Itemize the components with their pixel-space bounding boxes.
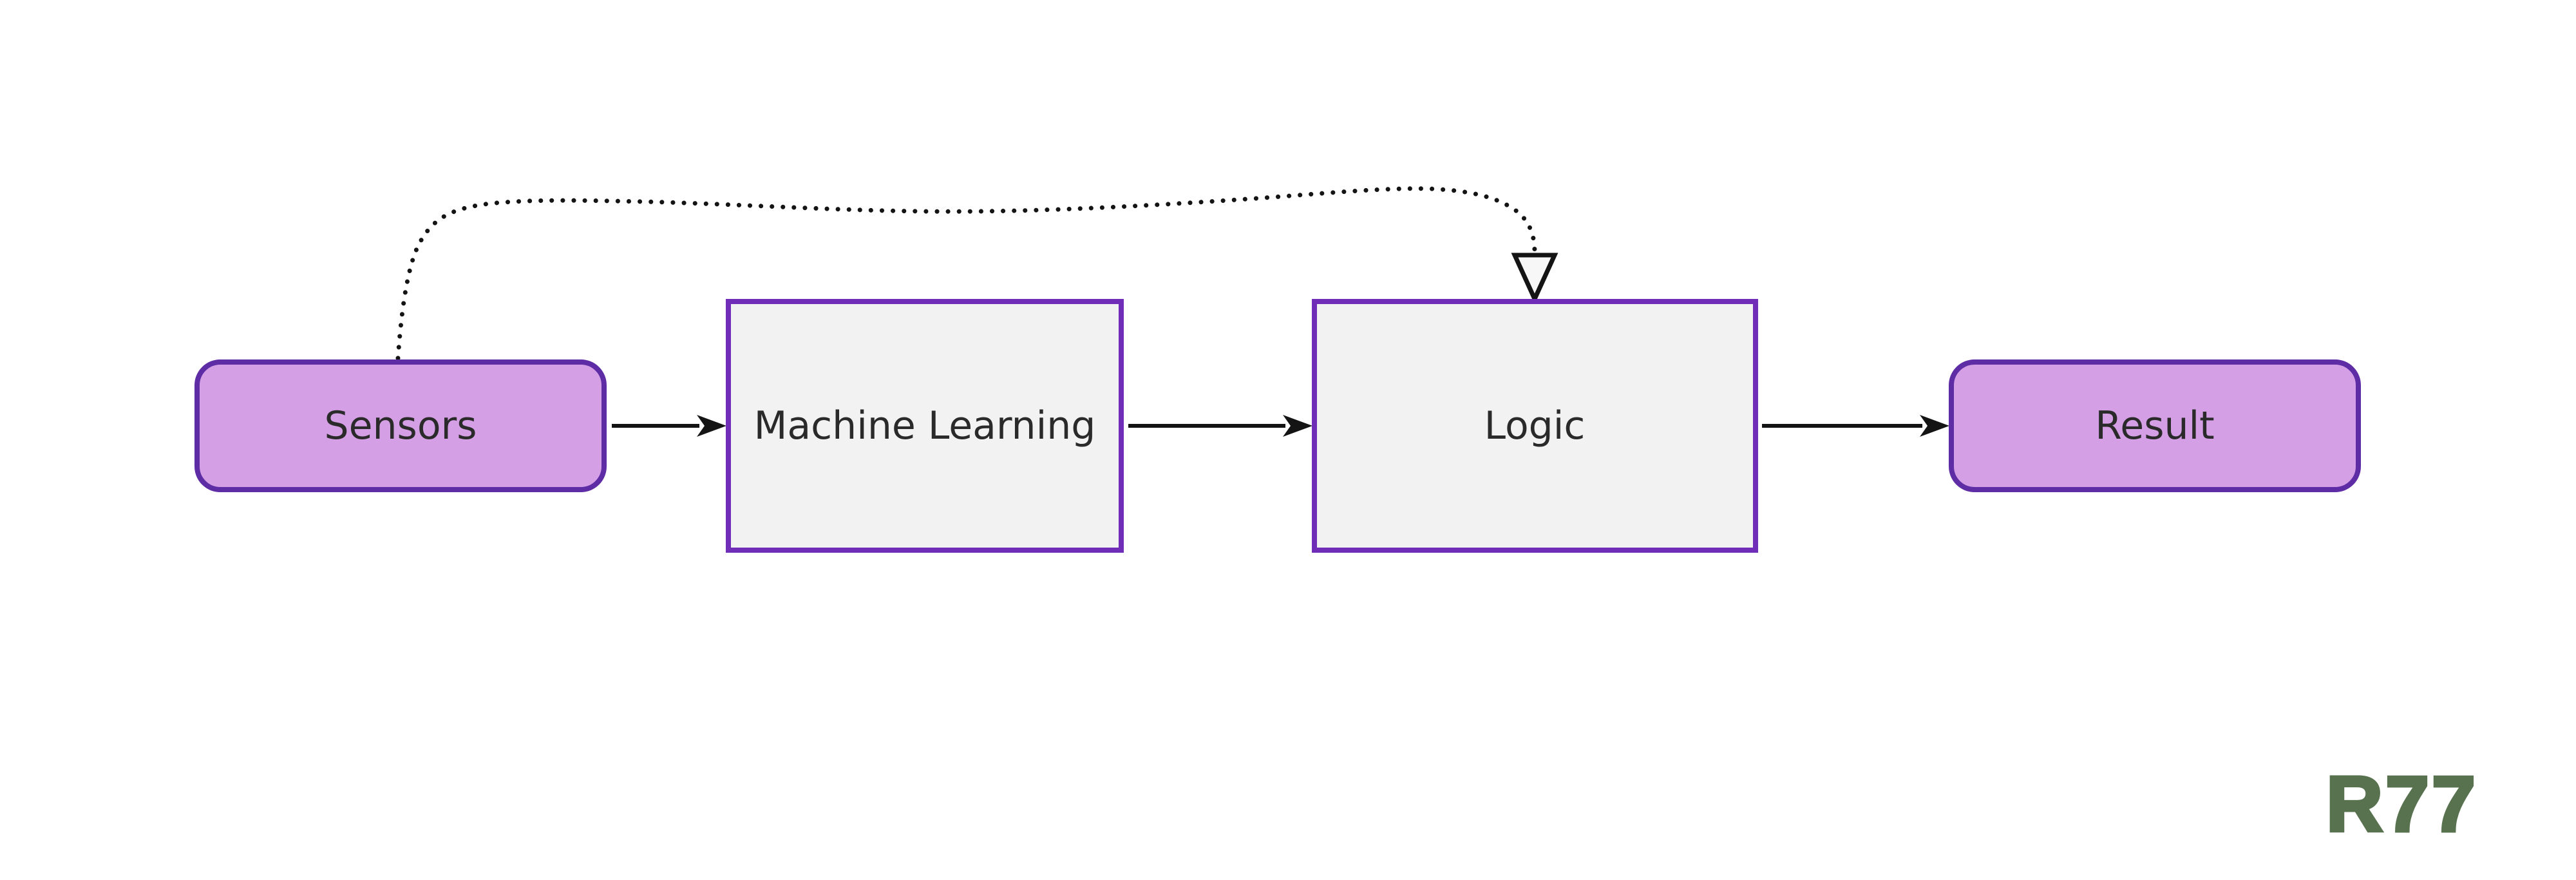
node-sensors-label: Sensors [325, 403, 477, 448]
node-machine-learning: Machine Learning [726, 299, 1124, 553]
node-result-shape [1949, 359, 2361, 492]
edge-logic-to-result [1762, 415, 1949, 437]
node-machine-learning-label: Machine Learning [754, 403, 1096, 448]
node-logic-label: Logic [1484, 403, 1586, 448]
node-machine-learning-shape [726, 299, 1124, 553]
edge-sensors-to-logic-dotted [395, 186, 1537, 361]
filled-arrowhead [1283, 415, 1312, 437]
node-logic: Logic [1312, 299, 1758, 553]
watermark-logo: R77 [2326, 760, 2478, 848]
node-result: Result [1949, 359, 2361, 492]
node-result-label: Result [2095, 403, 2214, 448]
node-sensors-shape [194, 359, 607, 492]
node-sensors: Sensors [194, 359, 607, 492]
edge-machine-learning-to-logic [1128, 415, 1312, 437]
filled-arrowhead [1920, 415, 1949, 437]
edge-sensors-to-machine-learning [612, 415, 726, 437]
filled-arrowhead [697, 415, 726, 437]
node-logic-shape [1312, 299, 1758, 553]
open-triangle-arrowhead [1511, 253, 1558, 305]
